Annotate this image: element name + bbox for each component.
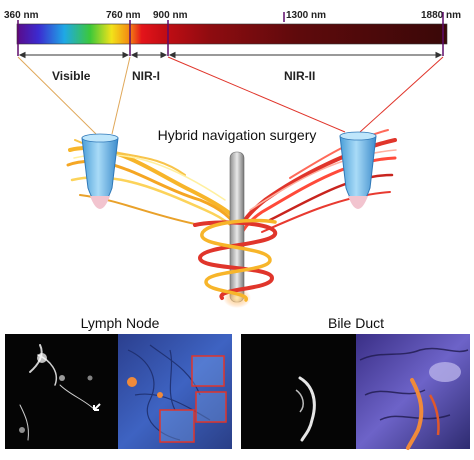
center-title: Hybrid navigation surgery: [158, 127, 317, 143]
helix-yellow: [200, 218, 277, 302]
lymph-highlight: [157, 392, 163, 398]
spectrum-section: 360 nm 760 nm 900 nm 1300 nm 1880 nm Vis…: [4, 10, 461, 83]
lymph-roi-boxes: [159, 355, 227, 443]
band-brackets: [18, 51, 443, 59]
right-probe-cap: [339, 131, 377, 141]
lymph-node-spot: [37, 353, 47, 363]
bile-duct-signal: [298, 376, 316, 442]
spectrum-tick-marks: [17, 12, 444, 56]
panel-title-lymph-node: Lymph Node: [81, 315, 160, 331]
lymph-node-spot: [59, 375, 65, 381]
lymph-vessel-texture: [127, 344, 211, 441]
panel-bile-duct: Bile Duct: [241, 315, 470, 450]
wl-label-1880: 1880 nm: [421, 10, 461, 21]
bile-duct-overlay-branch: [428, 394, 440, 436]
spectrum-bar: [16, 23, 448, 45]
left-probe-cap: [81, 133, 119, 143]
left-probe-tube: [81, 137, 119, 206]
band-connector-lines: [17, 56, 444, 135]
surgical-rod: [193, 151, 277, 308]
right-probe-tip: [348, 196, 368, 209]
panel-lymph-node: Lymph Node: [5, 315, 232, 449]
wl-label-760: 760 nm: [106, 10, 141, 21]
lymph-node-spot: [87, 375, 93, 381]
lymph-node-spot: [19, 427, 25, 433]
bile-tissue-highlight: [429, 362, 461, 382]
bile-duct-branch: [295, 389, 304, 413]
wl-label-360: 360 nm: [4, 10, 39, 21]
bile-duct-overlay: [406, 378, 424, 450]
left-probe-tip: [90, 196, 110, 209]
panel-title-bile-duct: Bile Duct: [328, 315, 384, 331]
band-label-nir-i: NIR-I: [132, 69, 160, 83]
band-label-nir-ii: NIR-II: [284, 69, 315, 83]
rod-body: [229, 151, 245, 303]
helix-red: [193, 220, 277, 300]
lymph-highlight: [127, 377, 137, 387]
band-label-visible: Visible: [52, 69, 91, 83]
arrow-pointer-icon: [93, 403, 101, 411]
wl-label-900: 900 nm: [153, 10, 188, 21]
wl-label-1300: 1300 nm: [286, 10, 326, 21]
